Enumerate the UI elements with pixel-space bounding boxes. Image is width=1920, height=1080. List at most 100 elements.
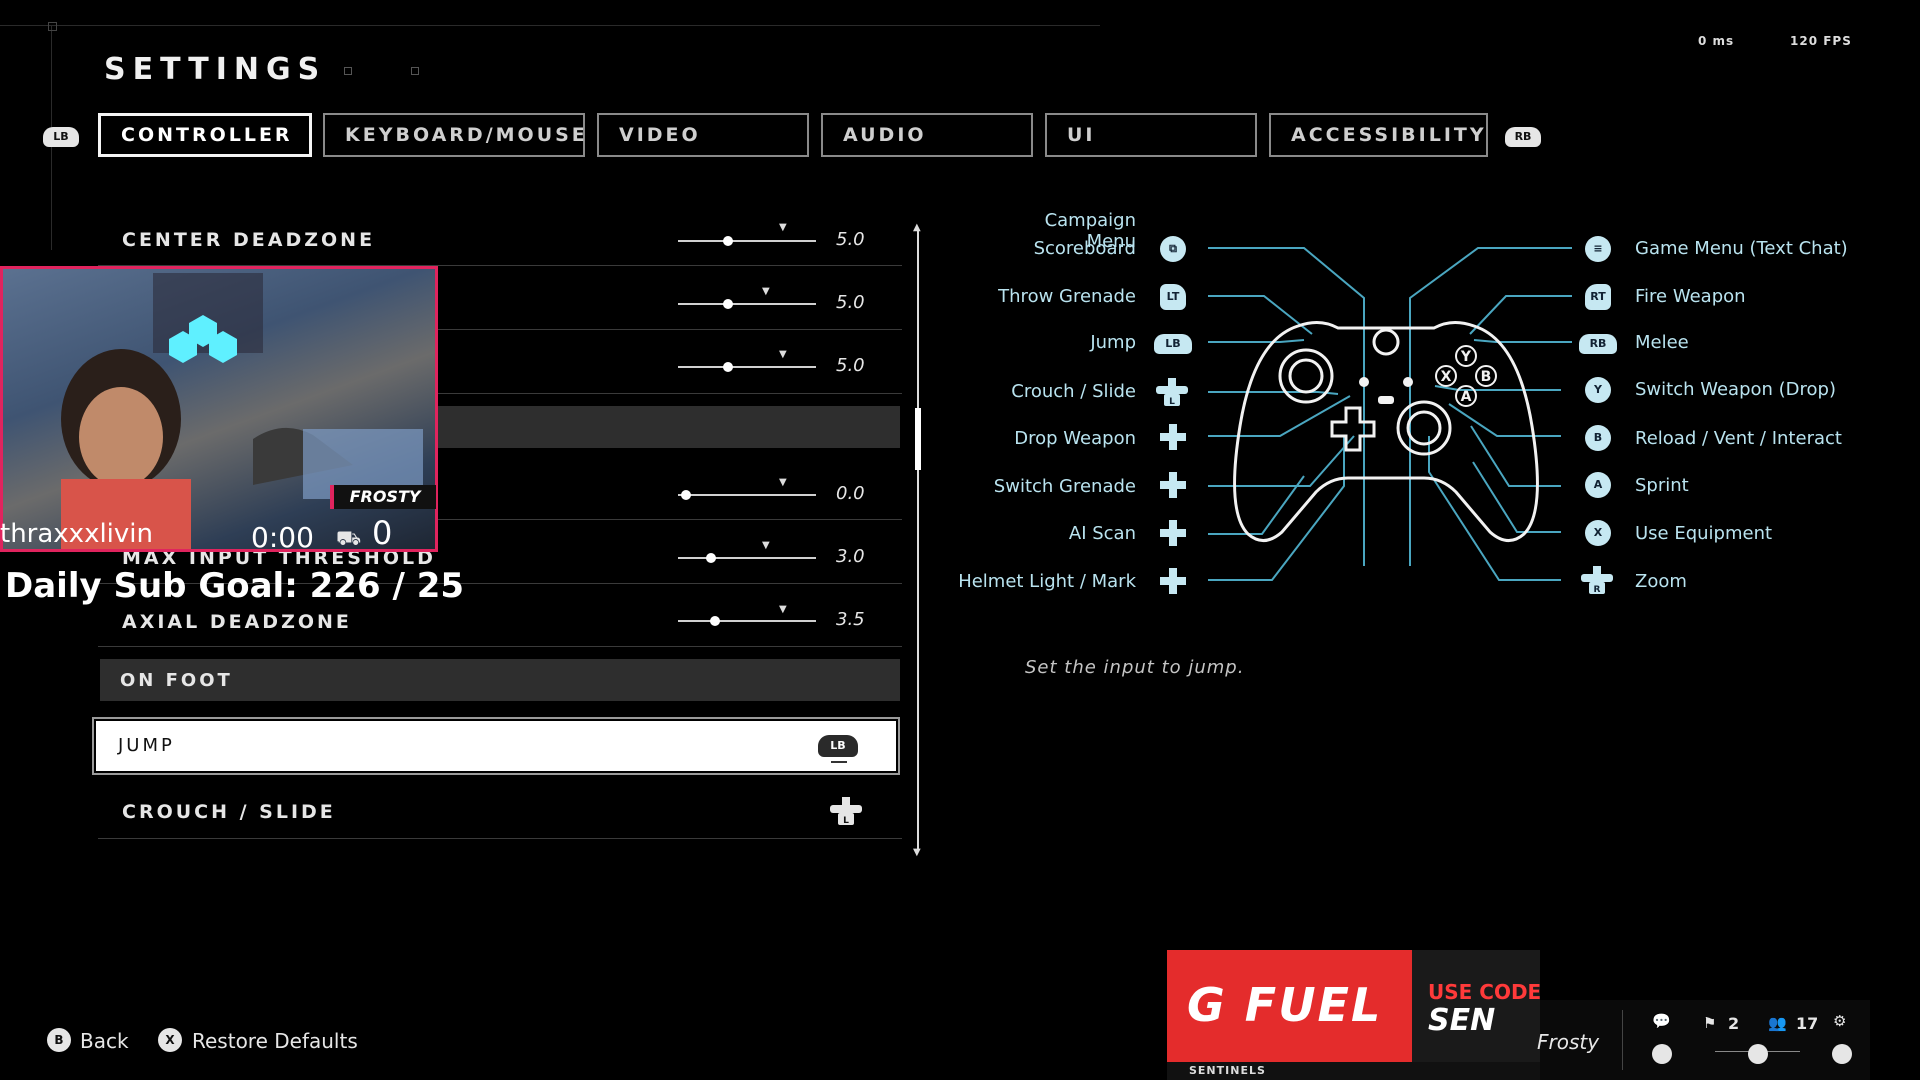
slider-thumb[interactable]	[722, 299, 733, 309]
map-label-reload: Reload / Vent / Interact	[1635, 428, 1842, 449]
scroll-up-arrow[interactable]: ▲	[913, 222, 921, 233]
setting-value: 5.0	[836, 355, 865, 376]
scrollbar-track[interactable]	[917, 230, 919, 850]
slider-default-marker: ▼	[762, 286, 770, 297]
left-bumper-icon[interactable]: LB	[43, 127, 79, 147]
title-decor-dot	[344, 67, 352, 75]
x-button-icon[interactable]: X	[158, 1028, 182, 1052]
setting-slider[interactable]	[678, 490, 816, 500]
x-button-icon: X	[1585, 520, 1611, 546]
map-label-switch-grenade: Switch Grenade	[993, 476, 1136, 497]
friends-count: 17	[1796, 1014, 1819, 1033]
map-label-throw-grenade: Throw Grenade	[998, 286, 1136, 307]
map-label-campaign-menu: Campaign Menu	[1044, 210, 1136, 252]
restore-defaults-button[interactable]: Restore Defaults	[192, 1029, 358, 1053]
setting-label-max-input-threshold: MAX INPUT THRESHOLD	[122, 547, 436, 569]
sub-goal-text: Daily Sub Goal: 226 / 25	[5, 566, 465, 606]
map-label-crouch-slide: Crouch / Slide	[1011, 381, 1136, 402]
setting-value: 5.0	[836, 229, 865, 250]
menu-icon[interactable]	[1652, 1044, 1672, 1064]
max-input-threshold-slider[interactable]	[678, 553, 816, 563]
team-banner: SENTINELS	[1167, 1062, 1540, 1080]
slider-thumb[interactable]	[710, 616, 721, 626]
tab-video[interactable]: VIDEO	[597, 113, 809, 157]
menu-icon[interactable]	[1832, 1044, 1852, 1064]
tab-ui[interactable]: UI	[1045, 113, 1257, 157]
svg-text:X: X	[1441, 369, 1452, 385]
slider-default-marker: ▼	[779, 349, 787, 360]
lb-button-icon: LB	[818, 735, 858, 757]
center-deadzone-slider[interactable]	[678, 236, 816, 246]
map-label-use-equipment: Use Equipment	[1635, 523, 1773, 544]
decor-line-top	[0, 25, 1100, 26]
map-label-fire-weapon: Fire Weapon	[1635, 286, 1746, 307]
view-icon: ⧉	[1160, 236, 1186, 262]
left-stick-click-icon: L	[830, 797, 862, 825]
sponsor-banner	[1167, 950, 1412, 1062]
train-icon: ⛟	[336, 526, 362, 550]
party-icon[interactable]: ⚑	[1703, 1014, 1717, 1032]
sponsor-code: SEN	[1428, 1003, 1496, 1038]
left-stick-click-icon: L	[1156, 378, 1188, 406]
axial-deadzone-slider[interactable]	[678, 616, 816, 626]
party-count: 2	[1728, 1014, 1740, 1033]
setting-label-jump: JUMP	[118, 735, 175, 756]
setting-label-crouch-slide: CROUCH / SLIDE	[122, 801, 336, 823]
setting-slider[interactable]	[678, 299, 816, 309]
chat-icon[interactable]: 💬	[1652, 1012, 1671, 1030]
row-divider	[98, 519, 902, 520]
dpad-icon	[1160, 520, 1186, 546]
tab-controller[interactable]: CONTROLLER	[98, 113, 312, 157]
slider-default-marker: ▼	[779, 604, 787, 615]
controller-diagram: Y B X A	[1233, 321, 1539, 542]
b-button-icon[interactable]: B	[47, 1028, 71, 1052]
back-button[interactable]: Back	[80, 1029, 129, 1053]
setting-slider[interactable]	[678, 362, 816, 372]
map-label-zoom: Zoom	[1635, 571, 1687, 592]
tab-keyboard-mouse[interactable]: KEYBOARD/MOUSE	[323, 113, 585, 157]
setting-value: 0.0	[836, 483, 865, 504]
friends-icon[interactable]: 👥	[1768, 1014, 1787, 1032]
row-divider	[98, 583, 902, 584]
row-divider	[98, 265, 902, 266]
map-label-jump: Jump	[1090, 332, 1136, 353]
dpad-icon	[1160, 568, 1186, 594]
right-bumper-icon[interactable]: RB	[1505, 127, 1541, 147]
scroll-down-arrow[interactable]: ▼	[913, 847, 921, 858]
gear-icon[interactable]: ⚙	[1833, 1012, 1847, 1030]
tab-accessibility[interactable]: ACCESSIBILITY	[1269, 113, 1488, 157]
map-label-melee: Melee	[1635, 332, 1689, 353]
dpad-icon	[1160, 424, 1186, 450]
slider-thumb[interactable]	[681, 490, 692, 500]
slider-thumb[interactable]	[722, 236, 733, 246]
section-label-on-foot: ON FOOT	[120, 670, 233, 691]
y-button-icon: Y	[1585, 377, 1611, 403]
webcam-overlay	[0, 266, 438, 552]
scrollbar-thumb[interactable]	[915, 408, 921, 470]
overlay-brand: FROSTY	[330, 485, 436, 509]
overlay-timer: 0:00	[251, 521, 314, 554]
rb-icon: RB	[1579, 334, 1617, 354]
svg-text:A: A	[1461, 389, 1472, 405]
slider-thumb[interactable]	[706, 553, 717, 563]
setting-row-jump[interactable]	[92, 717, 900, 775]
slider-default-marker: ▼	[779, 477, 787, 488]
map-label-scoreboard: Scoreboard	[1033, 238, 1136, 259]
b-button-icon: B	[1585, 425, 1611, 451]
setting-value: 3.5	[836, 609, 865, 630]
webcam-image	[61, 273, 423, 549]
view-icon[interactable]	[1748, 1044, 1768, 1064]
svg-text:B: B	[1481, 369, 1492, 385]
sponsor-use-code: USE CODE	[1428, 980, 1542, 1004]
map-label-drop-weapon: Drop Weapon	[1014, 428, 1136, 449]
controller-lines	[1208, 247, 1572, 581]
lb-icon: LB	[1154, 334, 1192, 354]
left-stick-label: L	[1169, 397, 1175, 406]
map-label-switch-weapon: Switch Weapon (Drop)	[1635, 379, 1836, 400]
left-stick-label: L	[843, 816, 849, 825]
page-title: SETTINGS	[104, 52, 327, 87]
tab-audio[interactable]: AUDIO	[821, 113, 1033, 157]
svg-text:Y: Y	[1460, 349, 1472, 365]
slider-default-marker: ▼	[762, 540, 770, 551]
slider-thumb[interactable]	[722, 362, 733, 372]
